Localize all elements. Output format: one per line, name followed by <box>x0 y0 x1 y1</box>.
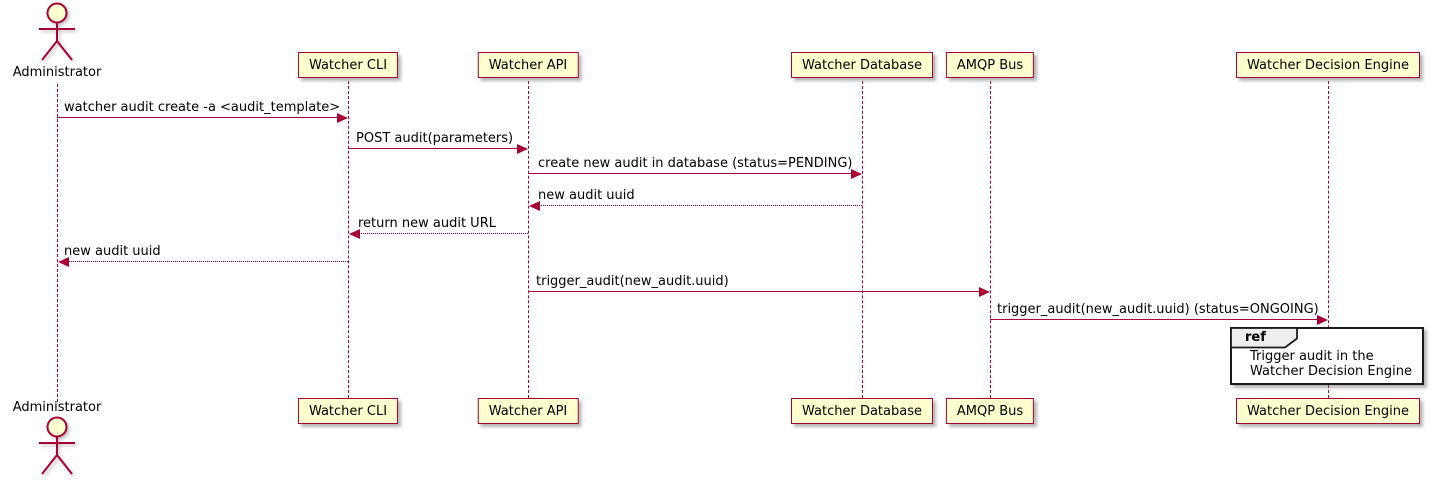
ref-fragment: ref Trigger audit in the Watcher Decisio… <box>1230 327 1424 385</box>
participant-watcher-api-bottom: Watcher API <box>477 398 579 424</box>
ref-tag-label: ref <box>1245 330 1266 345</box>
ref-text-line1: Trigger audit in the <box>1250 349 1374 364</box>
message-label: POST audit(parameters) <box>356 131 514 146</box>
message-line <box>528 291 984 292</box>
ref-text: Trigger audit in the Watcher Decision En… <box>1250 349 1412 379</box>
arrow-right-icon <box>979 287 990 297</box>
message-line <box>528 173 856 174</box>
participant-watcher-api-top: Watcher API <box>477 52 579 78</box>
actor-name-bottom: Administrator <box>12 400 102 415</box>
participant-watcher-decision-engine-bottom: Watcher Decision Engine <box>1236 398 1420 424</box>
ref-text-line2: Watcher Decision Engine <box>1250 364 1412 379</box>
message-label: watcher audit create -a <audit_template> <box>64 100 341 115</box>
participant-watcher-database-top: Watcher Database <box>791 52 933 78</box>
lifeline-watcher-database <box>862 81 863 398</box>
arrow-left-icon <box>58 257 69 267</box>
participant-amqp-bus-bottom: AMQP Bus <box>945 398 1035 424</box>
message-label: new audit uuid <box>538 188 635 203</box>
message-line <box>351 233 528 234</box>
message-line <box>348 148 522 149</box>
message-label: trigger_audit(new_audit.uuid) <box>536 274 729 289</box>
message-label: new audit uuid <box>64 244 161 259</box>
message-label: trigger_audit(new_audit.uuid) (status=ON… <box>997 302 1319 317</box>
message-line <box>531 205 862 206</box>
actor-icon <box>39 2 75 61</box>
arrow-right-icon <box>517 144 528 154</box>
arrow-right-icon <box>337 113 348 123</box>
arrow-right-icon <box>1317 315 1328 325</box>
ref-tag-pentagon-icon <box>1230 327 1298 349</box>
participant-watcher-cli-bottom: Watcher CLI <box>297 398 399 424</box>
lifeline-watcher-cli <box>348 81 349 398</box>
actor-name-top: Administrator <box>12 65 102 80</box>
message-line <box>60 261 348 262</box>
message-label: return new audit URL <box>358 216 496 231</box>
message-label: create new audit in database (status=PEN… <box>538 156 853 171</box>
lifeline-watcher-decision-engine <box>1328 81 1329 398</box>
actor-icon <box>39 416 75 475</box>
lifeline-administrator <box>57 84 58 402</box>
arrow-right-icon <box>851 169 862 179</box>
lifeline-amqp-bus <box>990 81 991 398</box>
arrow-left-icon <box>349 229 360 239</box>
participant-amqp-bus-top: AMQP Bus <box>945 52 1035 78</box>
participant-watcher-database-bottom: Watcher Database <box>791 398 933 424</box>
message-line <box>990 319 1322 320</box>
participant-watcher-cli-top: Watcher CLI <box>297 52 399 78</box>
participant-watcher-decision-engine-top: Watcher Decision Engine <box>1236 52 1420 78</box>
message-line <box>57 117 342 118</box>
arrow-left-icon <box>529 201 540 211</box>
lifeline-watcher-api <box>528 81 529 398</box>
